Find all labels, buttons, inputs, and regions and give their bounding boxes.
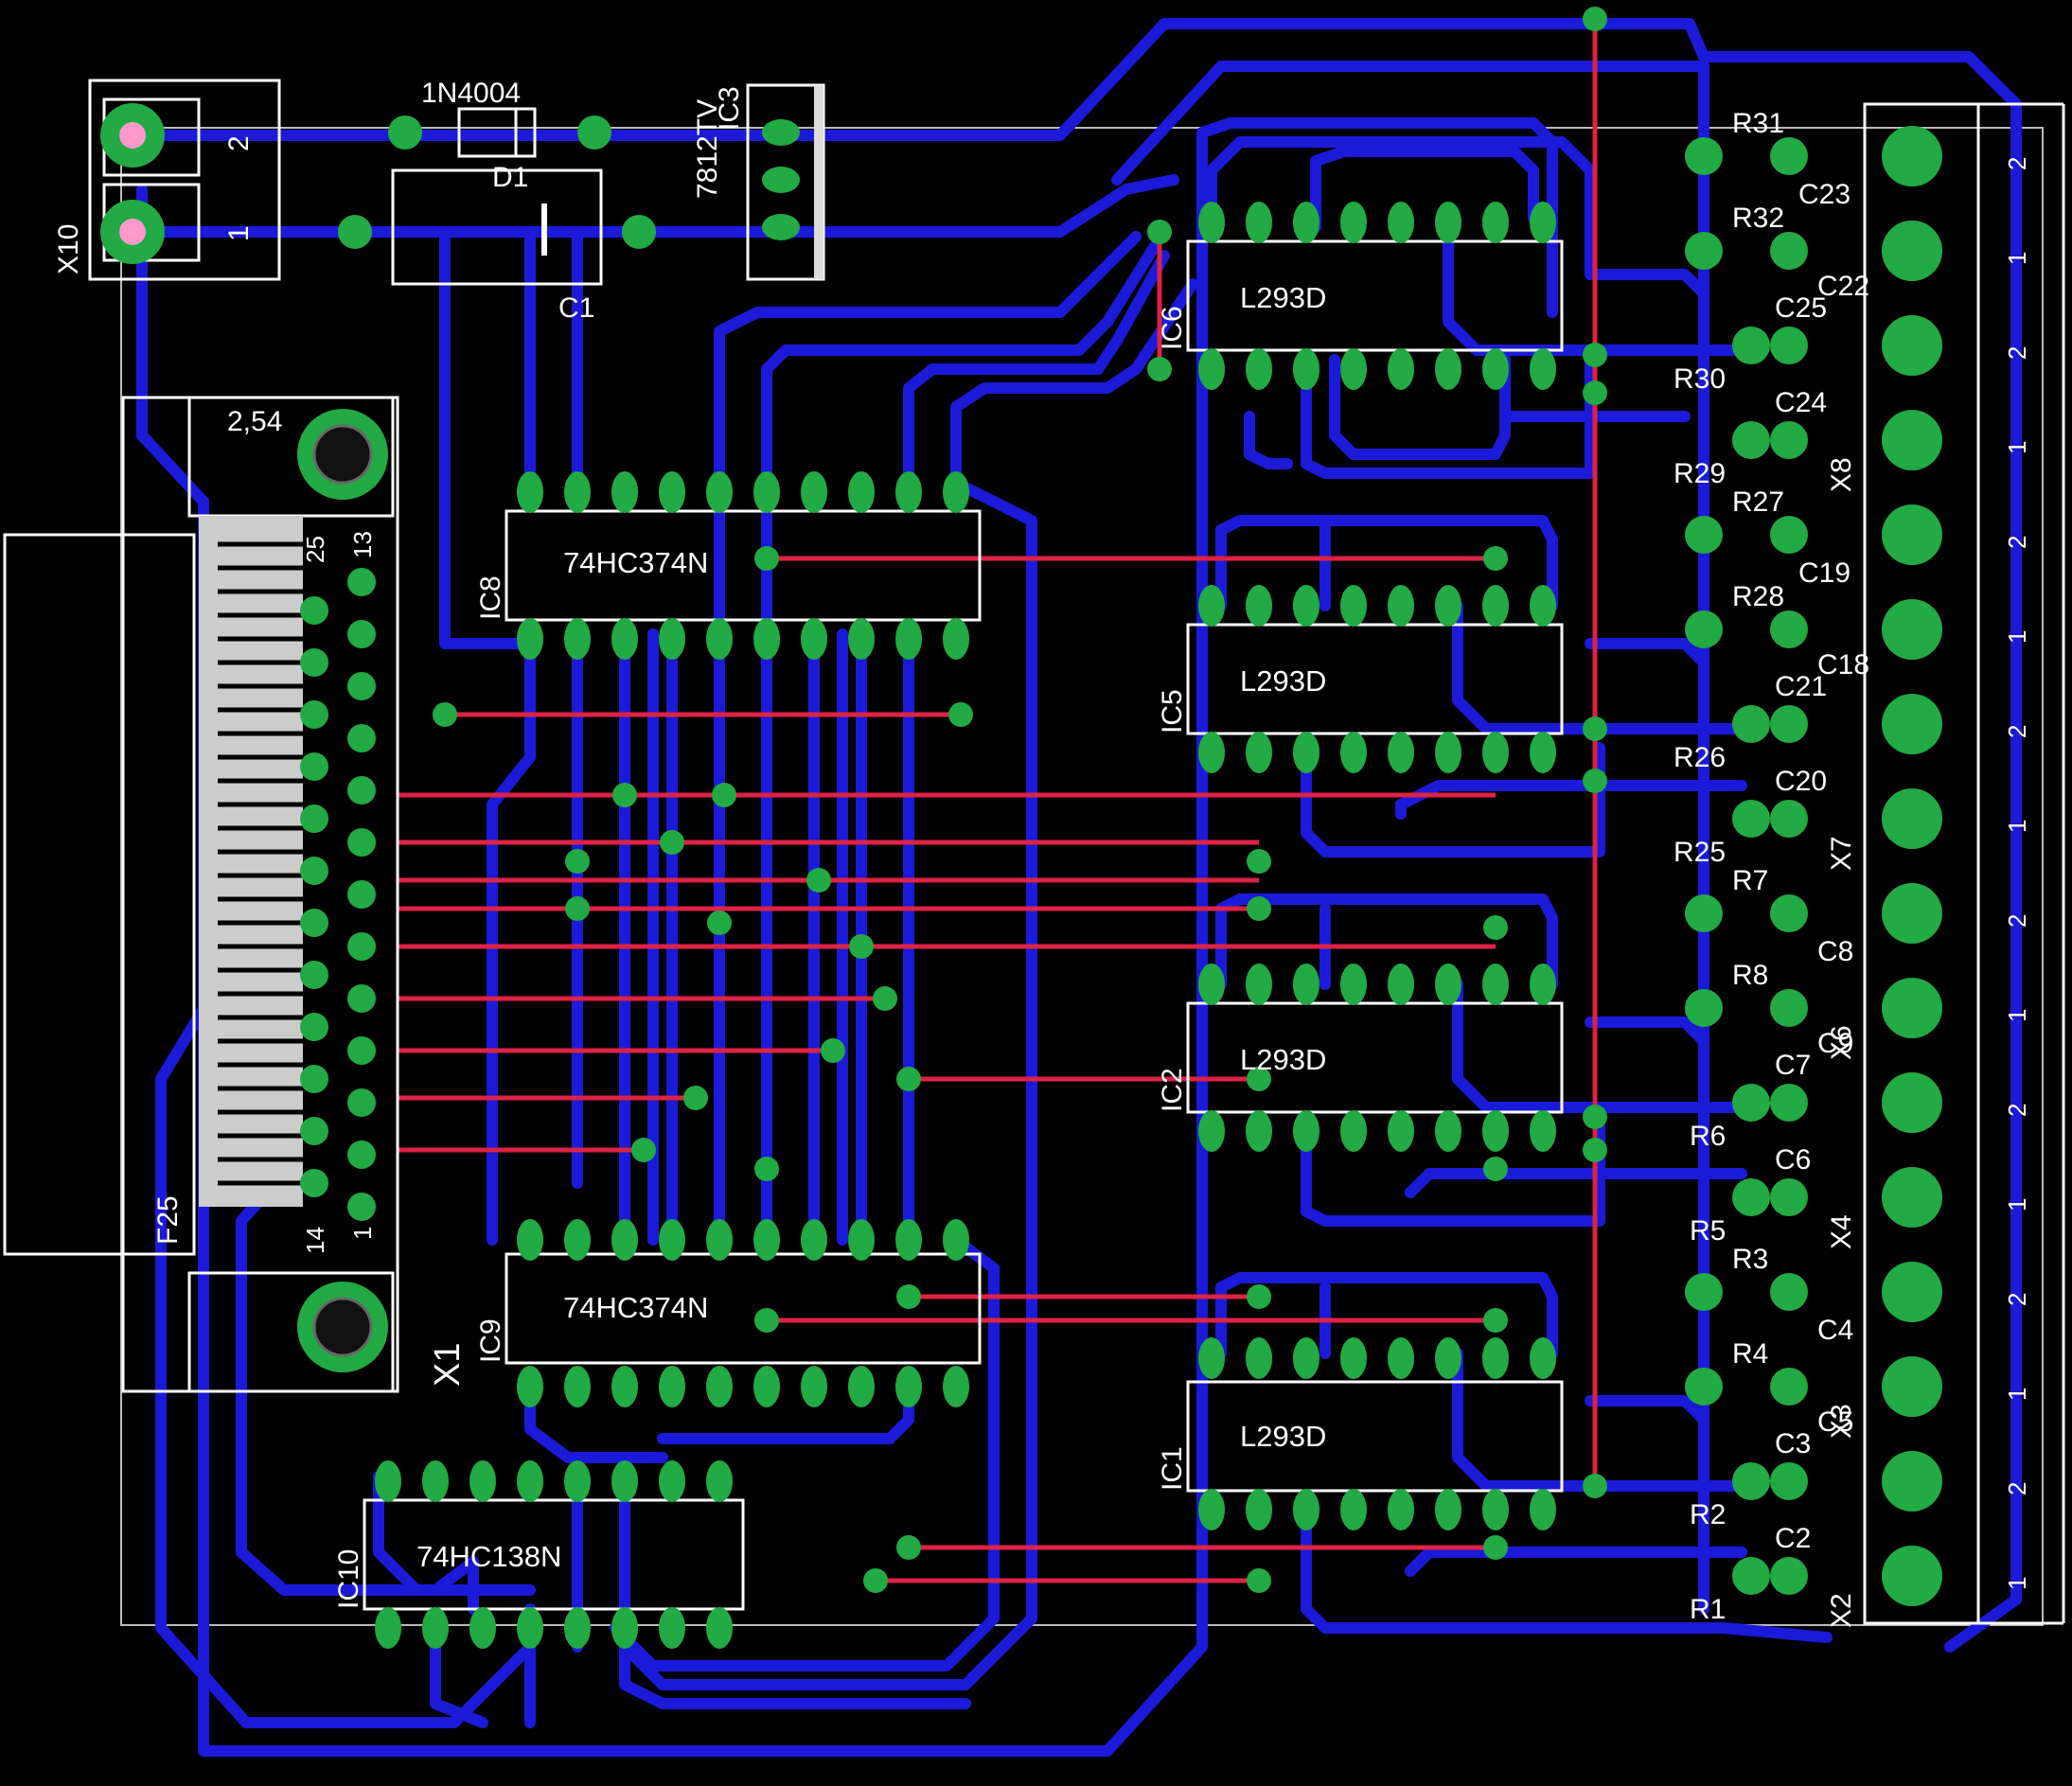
resistor-labels: R31 R32 R30 R29 R27 R28 R26 R25 R7 R8 R6… bbox=[1674, 108, 1784, 1625]
capacitor-label: C6 bbox=[1775, 1144, 1811, 1176]
resistor-label: R26 bbox=[1674, 742, 1726, 773]
component-labels: X10 2 1 1N4004 D1 7812TV IC3 C1 2,54 25 … bbox=[53, 78, 1326, 1609]
output-connector-labels: X8 X7 X6 X4 X3 X2 bbox=[1826, 457, 1857, 1628]
resistor-label: R6 bbox=[1690, 1121, 1726, 1152]
capacitor-label: C18 bbox=[1817, 649, 1869, 681]
db25-finger-gaps bbox=[218, 541, 303, 1186]
terminal-pin-labels: 2 1 2 1 2 1 2 1 2 1 2 1 2 1 2 1 bbox=[2003, 157, 2031, 1590]
ic1-value: L293D bbox=[1240, 1420, 1326, 1453]
pads bbox=[100, 7, 1942, 1649]
capacitor-label: C9 bbox=[1817, 1028, 1853, 1059]
capacitor-label: C5 bbox=[1817, 1406, 1853, 1438]
ic8-value: 74HC374N bbox=[563, 546, 708, 579]
resistor-label: R4 bbox=[1732, 1338, 1768, 1370]
connector-label: X8 bbox=[1826, 457, 1857, 492]
x10-pin2-label: 2 bbox=[223, 135, 255, 151]
terminal-pin-label: 1 bbox=[2003, 630, 2031, 644]
connector-label: X6 bbox=[1826, 1025, 1857, 1060]
terminal-pin-label: 2 bbox=[2003, 725, 2031, 738]
x1-label: X1 bbox=[428, 1343, 468, 1387]
terminal-pin-label: 2 bbox=[2003, 1104, 2031, 1117]
ic5-label: IC5 bbox=[1157, 689, 1188, 734]
connector-label: X7 bbox=[1826, 836, 1857, 871]
db25-fingers bbox=[199, 516, 303, 1207]
ic9-value: 74HC374N bbox=[563, 1291, 708, 1324]
capacitor-label: C20 bbox=[1775, 766, 1827, 797]
terminal-pin-label: 2 bbox=[2003, 1293, 2031, 1306]
ic3-value: 7812TV bbox=[692, 99, 723, 199]
resistor-label: R32 bbox=[1732, 203, 1784, 234]
ic6-value: L293D bbox=[1240, 281, 1326, 314]
d1-label: D1 bbox=[492, 162, 528, 193]
x1-hole-label: 2,54 bbox=[227, 406, 282, 437]
resistor-label: R28 bbox=[1732, 581, 1784, 612]
c1-label: C1 bbox=[558, 292, 594, 324]
terminal-pin-label: 1 bbox=[2003, 1388, 2031, 1401]
ic2-value: L293D bbox=[1240, 1043, 1326, 1076]
resistor-label: R5 bbox=[1690, 1215, 1726, 1247]
bottom-layer-traces bbox=[127, 18, 2022, 1757]
connector-label: X4 bbox=[1826, 1214, 1857, 1249]
resistor-label: R3 bbox=[1732, 1244, 1768, 1275]
resistor-label: R29 bbox=[1674, 458, 1726, 489]
terminal-pin-label: 1 bbox=[2003, 441, 2031, 454]
connector-label: X3 bbox=[1826, 1404, 1857, 1439]
x10-pin1-label: 1 bbox=[223, 225, 255, 241]
x1-pin13-label: 13 bbox=[348, 531, 377, 558]
x1-pin14-label: 14 bbox=[301, 1227, 329, 1254]
capacitor-label: C8 bbox=[1817, 936, 1853, 967]
ic10-label: IC10 bbox=[333, 1549, 364, 1609]
ic8-label: IC8 bbox=[475, 575, 506, 620]
terminal-pin-label: 2 bbox=[2003, 1482, 2031, 1495]
top-layer-traces bbox=[398, 19, 1598, 1583]
capacitor-label: C23 bbox=[1798, 179, 1851, 210]
ic9-label: IC9 bbox=[475, 1318, 506, 1363]
resistor-label: R7 bbox=[1732, 865, 1768, 896]
capacitor-label: C21 bbox=[1775, 671, 1827, 702]
ic1-label: IC1 bbox=[1157, 1446, 1188, 1491]
x10-label: X10 bbox=[53, 224, 84, 274]
ic10-value: 74HC138N bbox=[416, 1540, 561, 1573]
mounting-hole bbox=[297, 409, 388, 1372]
terminal-pin-label: 2 bbox=[2003, 346, 2031, 360]
capacitor-label: C4 bbox=[1817, 1315, 1853, 1346]
resistor-label: R1 bbox=[1690, 1594, 1726, 1625]
ic2-label: IC2 bbox=[1157, 1068, 1188, 1112]
terminal-pin-label: 1 bbox=[2003, 1577, 2031, 1590]
resistor-label: R30 bbox=[1674, 363, 1726, 395]
resistor-label: R27 bbox=[1732, 486, 1784, 518]
terminal-pin-label: 2 bbox=[2003, 157, 2031, 170]
capacitor-label: C7 bbox=[1775, 1050, 1811, 1081]
terminal-pin-label: 2 bbox=[2003, 914, 2031, 928]
x1-pin1-label: 1 bbox=[348, 1227, 377, 1240]
terminal-pin-label: 1 bbox=[2003, 1009, 2031, 1022]
ic3-label: IC3 bbox=[714, 86, 745, 131]
capacitor-label: C3 bbox=[1775, 1428, 1811, 1459]
resistor-label: R31 bbox=[1732, 108, 1784, 139]
terminal-pin-label: 2 bbox=[2003, 536, 2031, 549]
resistor-label: R2 bbox=[1690, 1499, 1726, 1530]
ic6-label: IC6 bbox=[1157, 306, 1188, 350]
capacitor-label: C22 bbox=[1817, 271, 1869, 302]
resistor-label: R8 bbox=[1732, 960, 1768, 991]
terminal-pin-label: 1 bbox=[2003, 252, 2031, 265]
terminal-pin-label: 1 bbox=[2003, 1198, 2031, 1211]
terminal-pin-label: 1 bbox=[2003, 820, 2031, 833]
capacitor-label: C2 bbox=[1775, 1523, 1811, 1554]
d1-value: 1N4004 bbox=[421, 78, 521, 109]
connector-label: X2 bbox=[1826, 1593, 1857, 1628]
board-outline bbox=[120, 127, 2044, 1626]
capacitor-labels: C23 C22 C25 C24 C19 C18 C21 C20 C8 C9 C7… bbox=[1775, 179, 1869, 1554]
resistor-label: R25 bbox=[1674, 837, 1726, 868]
capacitor-label: C25 bbox=[1775, 292, 1827, 324]
ic5-value: L293D bbox=[1240, 664, 1326, 698]
silkscreen bbox=[3, 79, 2065, 1625]
capacitor-label: C19 bbox=[1798, 557, 1851, 589]
x1-pin25-label: 25 bbox=[301, 536, 329, 563]
capacitor-label: C24 bbox=[1775, 387, 1827, 418]
x1-name: F25 bbox=[152, 1195, 184, 1245]
